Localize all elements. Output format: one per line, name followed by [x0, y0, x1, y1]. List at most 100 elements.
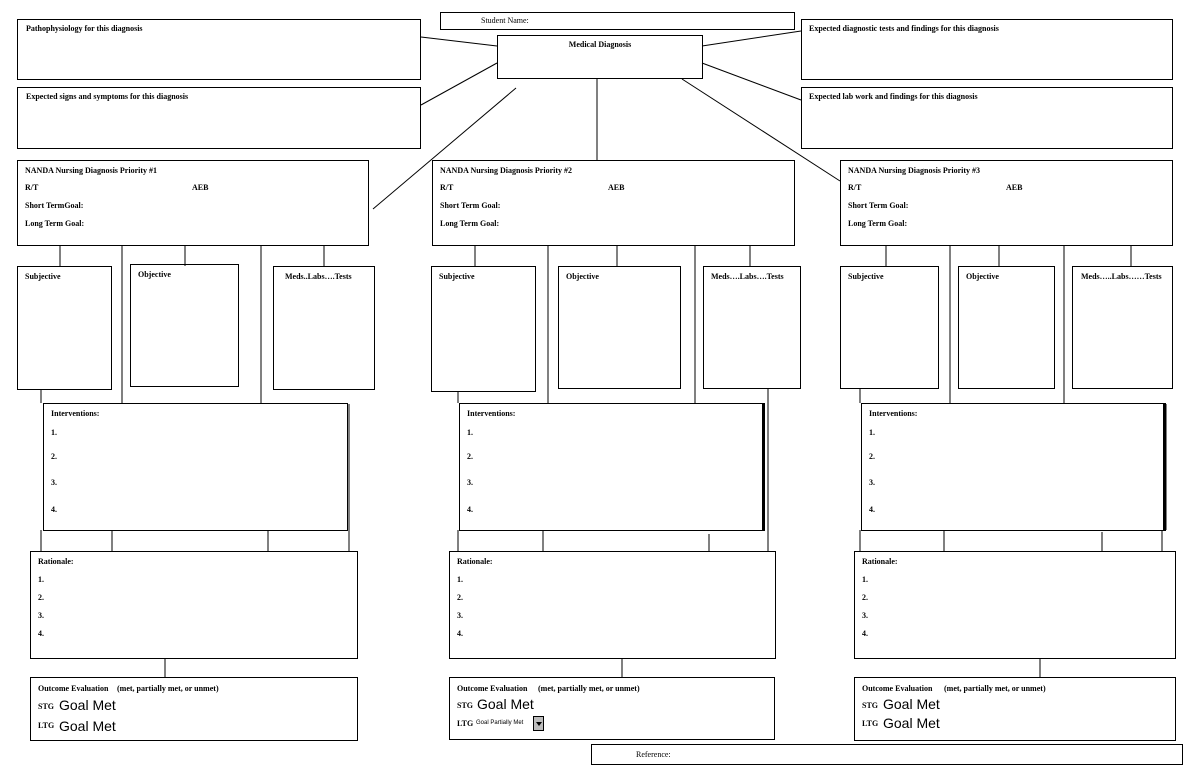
- interventions-box-2[interactable]: Interventions: 1. 2. 3. 4.: [459, 403, 765, 531]
- ltg-outcome-value-2[interactable]: Goal Partially Met: [476, 720, 524, 726]
- intervention-item-2-4: 4.: [467, 505, 473, 514]
- rationale-box-3[interactable]: Rationale: 1. 2. 3. 4.: [854, 551, 1176, 659]
- outcome-box-2[interactable]: Outcome Evaluation (met, partially met, …: [449, 677, 775, 740]
- outcome-hint-1: (met, partially met, or unmet): [117, 684, 219, 693]
- intervention-item-3-3: 3.: [869, 478, 875, 487]
- aeb-label-2: AEB: [608, 183, 625, 192]
- rationale-item-3-4: 4.: [862, 629, 868, 638]
- rationale-item-2-4: 4.: [457, 629, 463, 638]
- ltg-outcome-label-1: LTG: [38, 721, 55, 730]
- outcome-title-1: Outcome Evaluation: [38, 684, 109, 693]
- meds-box-3[interactable]: Meds…..Labs……Tests: [1072, 266, 1173, 389]
- meds-label-2: Meds….Labs….Tests: [711, 272, 784, 281]
- interventions-title-3: Interventions:: [869, 409, 918, 418]
- outcome-hint-2: (met, partially met, or unmet): [538, 684, 640, 693]
- meds-label-3: Meds…..Labs……Tests: [1081, 272, 1162, 281]
- rationale-item-1-3: 3.: [38, 611, 44, 620]
- interventions-title-2: Interventions:: [467, 409, 516, 418]
- objective-label-3: Objective: [966, 272, 999, 281]
- outcome-hint-3: (met, partially met, or unmet): [944, 684, 1046, 693]
- rationale-title-3: Rationale:: [862, 557, 898, 566]
- rationale-item-3-2: 2.: [862, 593, 868, 602]
- rt-label-2: R/T: [440, 183, 454, 192]
- intervention-item-2-2: 2.: [467, 452, 473, 461]
- ltg-outcome-value-3[interactable]: Goal Met: [883, 715, 940, 731]
- objective-label-1: Objective: [138, 270, 171, 279]
- interventions-box-3[interactable]: Interventions: 1. 2. 3. 4.: [861, 403, 1166, 531]
- objective-box-2[interactable]: Objective: [558, 266, 681, 389]
- reference-field[interactable]: Reference:: [591, 744, 1183, 765]
- stg-field-3: Short Term Goal:: [848, 201, 909, 210]
- ltg-field-2: Long Term Goal:: [440, 219, 500, 228]
- interventions-title-1: Interventions:: [51, 409, 100, 418]
- rt-label-1: R/T: [25, 183, 39, 192]
- stg-outcome-label-1: STG: [38, 702, 55, 711]
- ltg-outcome-label-2: LTG: [457, 719, 474, 728]
- stg-field-1: Short TermGoal:: [25, 201, 84, 210]
- stg-outcome-label-3: STG: [862, 701, 879, 710]
- meds-box-1[interactable]: Meds..Labs….Tests: [273, 266, 375, 390]
- intervention-item-3-1: 1.: [869, 428, 875, 437]
- intervention-item-2-1: 1.: [467, 428, 473, 437]
- meds-label-1: Meds..Labs….Tests: [285, 272, 352, 281]
- nanda-box-2[interactable]: NANDA Nursing Diagnosis Priority #2 R/T …: [432, 160, 795, 246]
- outcome-box-3[interactable]: Outcome Evaluation (met, partially met, …: [854, 677, 1176, 741]
- intervention-item-2-3: 3.: [467, 478, 473, 487]
- outcome-title-2: Outcome Evaluation: [457, 684, 528, 693]
- subjective-label-1: Subjective: [25, 272, 61, 281]
- rationale-item-1-4: 4.: [38, 629, 44, 638]
- objective-box-1[interactable]: Objective: [130, 264, 239, 387]
- rationale-item-3-1: 1.: [862, 575, 868, 584]
- ltg-outcome-value-1[interactable]: Goal Met: [59, 718, 116, 734]
- objective-box-3[interactable]: Objective: [958, 266, 1055, 389]
- objective-label-2: Objective: [566, 272, 599, 281]
- aeb-label-1: AEB: [192, 183, 209, 192]
- ltg-dropdown-button-2[interactable]: [533, 716, 544, 731]
- ltg-outcome-label-3: LTG: [862, 719, 879, 728]
- rationale-title-1: Rationale:: [38, 557, 74, 566]
- diagnostic-tests-label: Expected diagnostic tests and findings f…: [809, 24, 999, 33]
- subjective-box-1[interactable]: Subjective: [17, 266, 112, 390]
- intervention-item-3-4: 4.: [869, 505, 875, 514]
- chevron-down-icon: [535, 721, 542, 726]
- subjective-label-2: Subjective: [439, 272, 475, 281]
- nanda-title-2: NANDA Nursing Diagnosis Priority #2: [440, 166, 573, 175]
- medical-diagnosis-box[interactable]: Medical Diagnosis: [497, 35, 703, 79]
- signs-symptoms-label: Expected signs and symptoms for this dia…: [26, 92, 189, 101]
- student-name-label: Student Name:: [481, 16, 529, 25]
- signs-symptoms-box[interactable]: Expected signs and symptoms for this dia…: [17, 87, 421, 149]
- outcome-box-1[interactable]: Outcome Evaluation (met, partially met, …: [30, 677, 358, 741]
- pathophysiology-box[interactable]: Pathophysiology for this diagnosis: [17, 19, 421, 80]
- stg-outcome-label-2: STG: [457, 701, 474, 710]
- rationale-item-1-2: 2.: [38, 593, 44, 602]
- meds-box-2[interactable]: Meds….Labs….Tests: [703, 266, 801, 389]
- rationale-item-2-1: 1.: [457, 575, 463, 584]
- stg-outcome-value-2[interactable]: Goal Met: [477, 696, 534, 712]
- rationale-item-2-2: 2.: [457, 593, 463, 602]
- nanda-title-1: NANDA Nursing Diagnosis Priority #1: [25, 166, 158, 175]
- stg-outcome-value-1[interactable]: Goal Met: [59, 697, 116, 713]
- subjective-box-2[interactable]: Subjective: [431, 266, 536, 392]
- interventions-box-1[interactable]: Interventions: 1. 2. 3. 4.: [43, 403, 348, 531]
- intervention-item-1-2: 2.: [51, 452, 57, 461]
- lab-work-label: Expected lab work and findings for this …: [809, 92, 978, 101]
- rationale-item-1-1: 1.: [38, 575, 44, 584]
- ltg-field-1: Long Term Goal:: [25, 219, 85, 228]
- reference-label: Reference:: [636, 750, 671, 759]
- ltg-field-3: Long Term Goal:: [848, 219, 908, 228]
- pathophysiology-label: Pathophysiology for this diagnosis: [26, 24, 143, 33]
- rationale-box-1[interactable]: Rationale: 1. 2. 3. 4.: [30, 551, 358, 659]
- stg-outcome-value-3[interactable]: Goal Met: [883, 696, 940, 712]
- nanda-box-3[interactable]: NANDA Nursing Diagnosis Priority #3 R/T …: [840, 160, 1173, 246]
- nanda-box-1[interactable]: NANDA Nursing Diagnosis Priority #1 R/T …: [17, 160, 369, 246]
- rationale-item-2-3: 3.: [457, 611, 463, 620]
- lab-work-box[interactable]: Expected lab work and findings for this …: [801, 87, 1173, 149]
- nanda-title-3: NANDA Nursing Diagnosis Priority #3: [848, 166, 981, 175]
- rationale-title-2: Rationale:: [457, 557, 493, 566]
- rt-label-3: R/T: [848, 183, 862, 192]
- student-name-field[interactable]: Student Name:: [440, 12, 795, 30]
- diagnostic-tests-box[interactable]: Expected diagnostic tests and findings f…: [801, 19, 1173, 80]
- subjective-box-3[interactable]: Subjective: [840, 266, 939, 389]
- intervention-item-1-3: 3.: [51, 478, 57, 487]
- rationale-box-2[interactable]: Rationale: 1. 2. 3. 4.: [449, 551, 776, 659]
